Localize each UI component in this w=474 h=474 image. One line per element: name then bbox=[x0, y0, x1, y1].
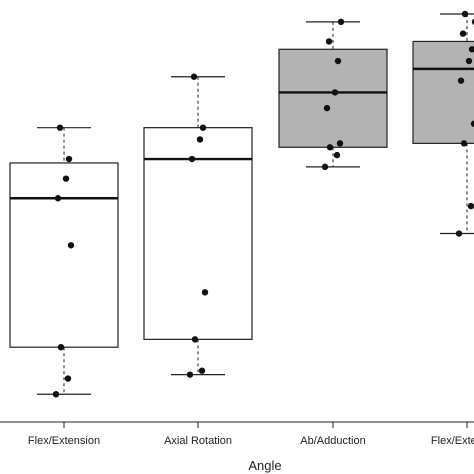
data-point bbox=[198, 367, 206, 374]
data-point bbox=[455, 230, 463, 237]
data-point bbox=[459, 30, 467, 37]
data-point bbox=[199, 124, 207, 131]
x-axis: Flex/Extension Axial Rotation Ab/Adduction… bbox=[0, 421, 474, 447]
data-point bbox=[196, 136, 204, 143]
data-point bbox=[331, 89, 339, 96]
data-point bbox=[460, 140, 468, 147]
data-point bbox=[471, 18, 474, 25]
data-point bbox=[191, 336, 199, 343]
x-axis-title: Angle bbox=[248, 458, 281, 473]
data-point bbox=[334, 57, 342, 65]
data-point bbox=[52, 391, 60, 398]
data-point bbox=[186, 371, 194, 378]
box bbox=[278, 48, 388, 148]
data-point bbox=[188, 155, 196, 163]
data-point bbox=[325, 38, 333, 45]
data-point bbox=[467, 202, 474, 210]
data-point bbox=[336, 140, 344, 147]
data-point bbox=[56, 124, 64, 131]
data-point bbox=[326, 144, 334, 151]
plot-area bbox=[9, 10, 474, 398]
data-point bbox=[333, 151, 341, 159]
box bbox=[412, 40, 474, 144]
data-point bbox=[457, 77, 465, 84]
data-point bbox=[321, 163, 329, 171]
data-point bbox=[461, 10, 469, 18]
box bbox=[143, 127, 253, 340]
data-point bbox=[54, 195, 62, 202]
data-point bbox=[64, 375, 72, 382]
box-group-2 bbox=[143, 73, 253, 378]
box-group-4 bbox=[412, 10, 474, 237]
data-point bbox=[470, 120, 474, 127]
box-group-1 bbox=[9, 124, 119, 398]
x-tick-label: Ab/Adduction bbox=[300, 435, 365, 447]
x-tick-label: Flex/Extension bbox=[28, 435, 100, 447]
box-group-3 bbox=[278, 18, 388, 171]
data-point bbox=[65, 155, 73, 163]
data-point bbox=[62, 175, 70, 182]
data-point bbox=[190, 73, 198, 80]
data-point bbox=[465, 57, 473, 65]
box bbox=[9, 162, 119, 348]
data-point bbox=[201, 289, 209, 296]
data-point bbox=[57, 344, 65, 351]
data-point bbox=[67, 242, 75, 249]
data-point bbox=[337, 18, 345, 26]
x-tick-label: Flex/Extension bbox=[431, 435, 474, 447]
x-tick-label: Axial Rotation bbox=[164, 435, 232, 447]
data-point bbox=[323, 104, 331, 112]
data-point bbox=[468, 46, 474, 53]
